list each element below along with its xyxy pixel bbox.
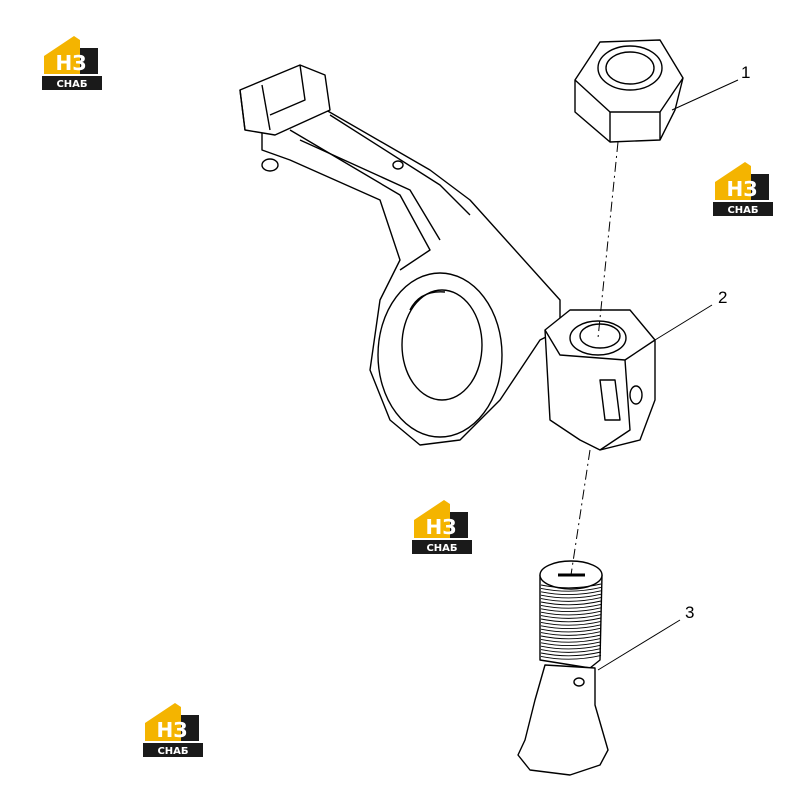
nut — [574, 39, 684, 143]
callout-1: 1 — [741, 63, 751, 82]
svg-text:СНАБ: СНАБ — [727, 205, 758, 216]
watermark-logo: НЗ СНАБ — [711, 160, 775, 218]
callout-3: 3 — [685, 603, 695, 622]
watermark-logo: НЗ СНАБ — [410, 498, 474, 556]
rocker-arm — [239, 64, 656, 451]
leader-lines — [597, 79, 739, 671]
svg-text:СНАБ: СНАБ — [426, 543, 457, 554]
watermark-logo: НЗ СНАБ — [141, 701, 205, 759]
callout-2: 2 — [718, 288, 728, 307]
adjusting-screw — [517, 560, 609, 776]
watermark-logo: НЗ СНАБ — [40, 34, 104, 92]
svg-text:СНАБ: СНАБ — [157, 746, 188, 757]
svg-text:СНАБ: СНАБ — [56, 79, 87, 90]
assembly-centerline — [570, 141, 619, 576]
screw-threads — [540, 583, 602, 660]
svg-text:НЗ: НЗ — [426, 515, 457, 539]
svg-text:НЗ: НЗ — [157, 718, 188, 742]
svg-text:НЗ: НЗ — [56, 51, 87, 75]
svg-text:НЗ: НЗ — [727, 177, 758, 201]
